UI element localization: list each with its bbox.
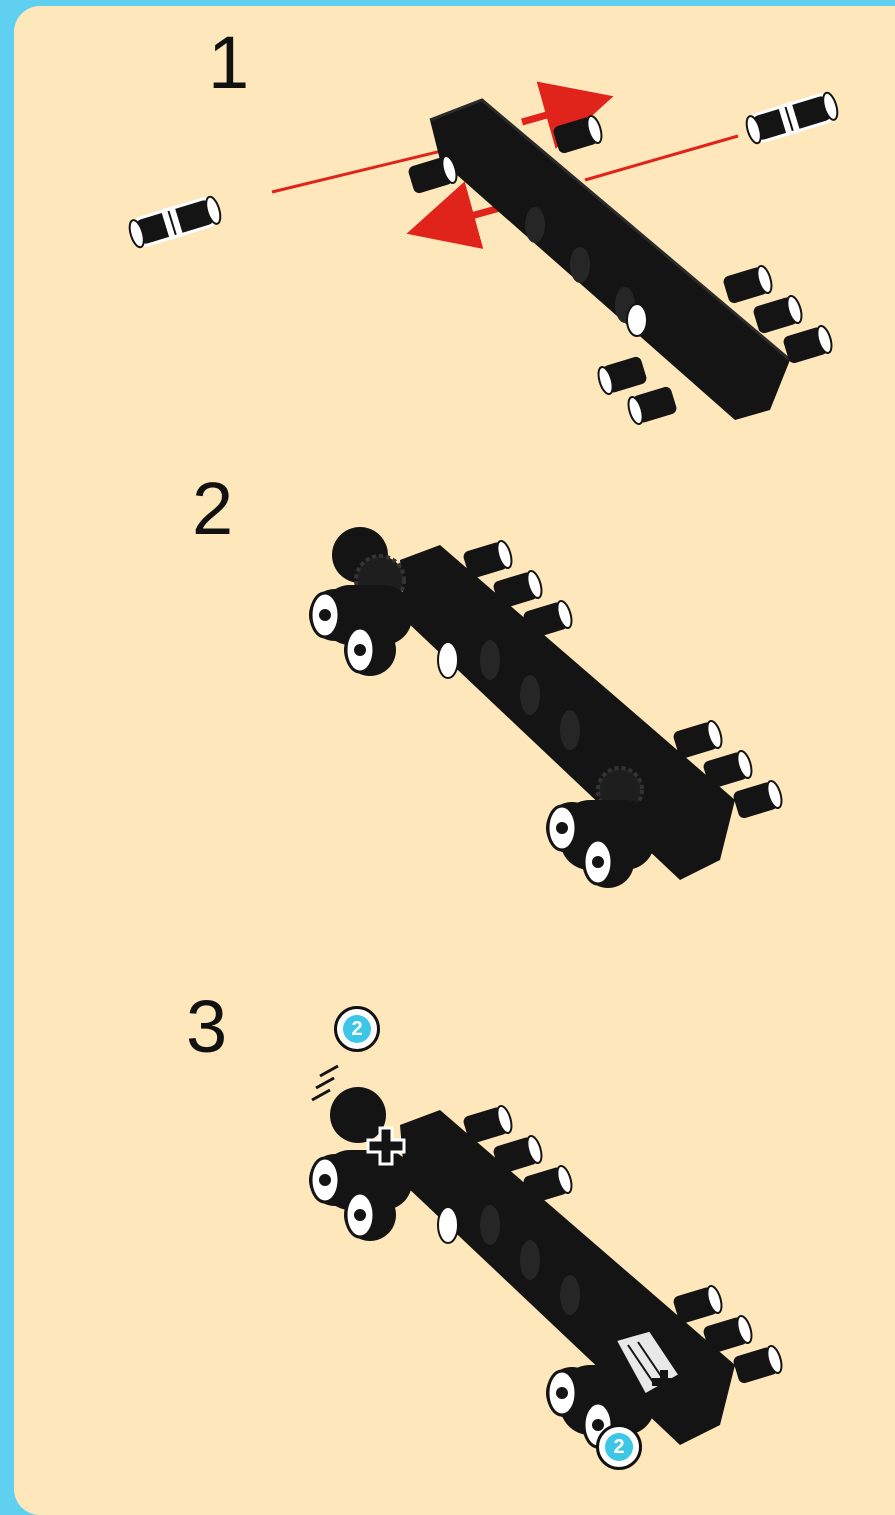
quantity-badge-bottom: 2 — [596, 1424, 642, 1470]
quantity-badge-top-value: 2 — [343, 1015, 371, 1043]
quantity-badge-bottom-value: 2 — [605, 1433, 633, 1461]
quantity-badge-top: 2 — [334, 1006, 380, 1052]
